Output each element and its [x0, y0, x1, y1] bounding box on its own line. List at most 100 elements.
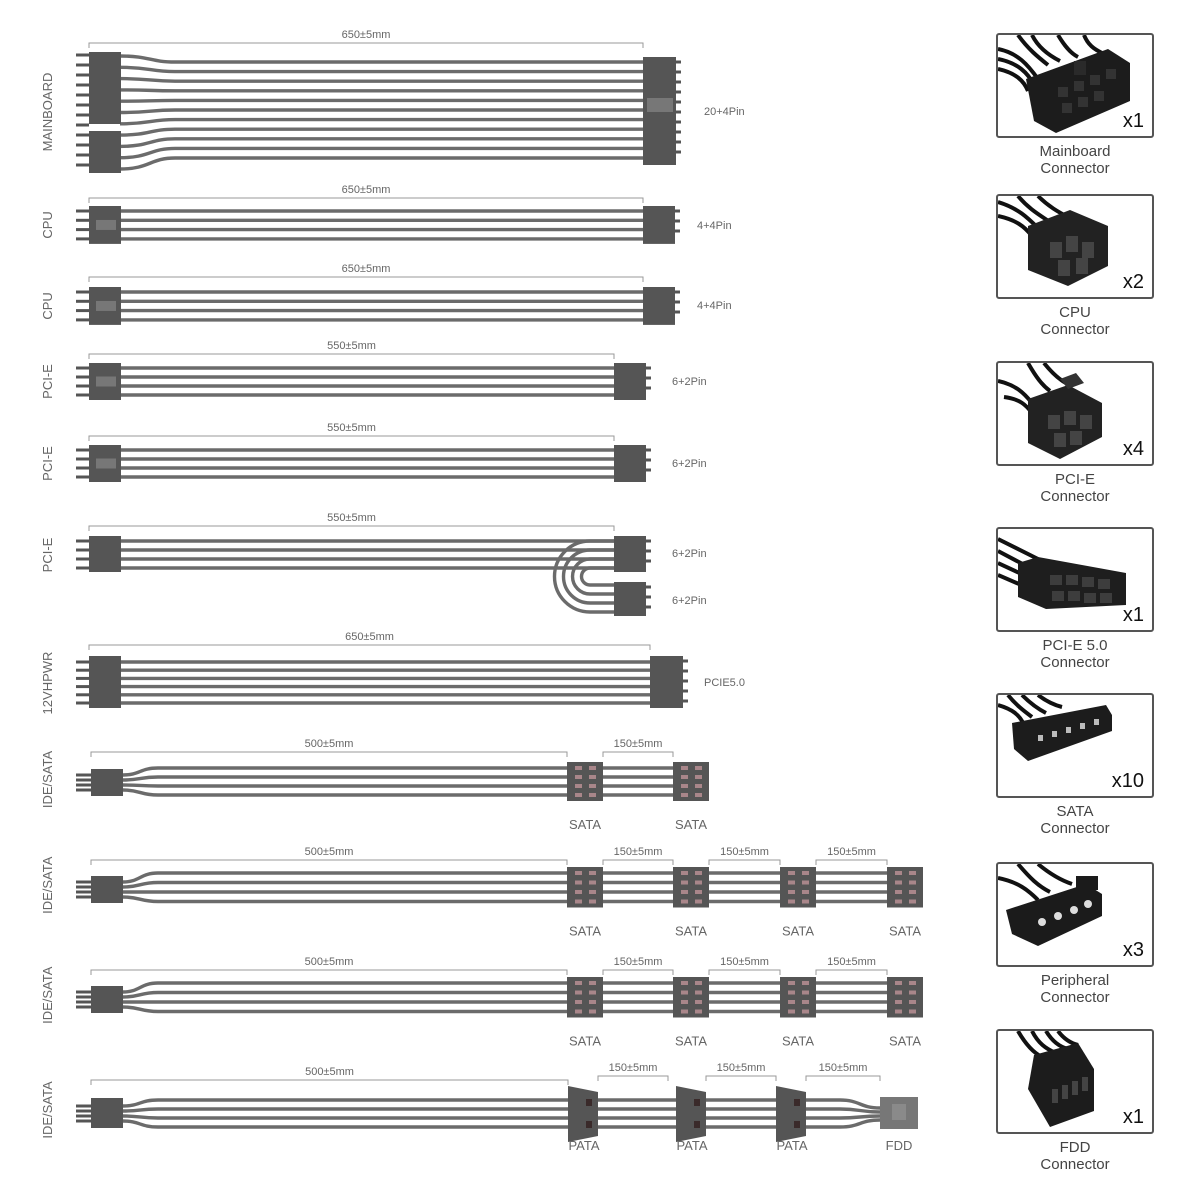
end-plug	[643, 206, 675, 244]
sata-contact	[802, 1009, 809, 1014]
mainboard-plug-24pin-pin	[676, 100, 681, 104]
cable-type-label: IDE/SATA	[40, 751, 55, 809]
sata-plug	[887, 977, 923, 1018]
plug-pin	[76, 660, 89, 664]
mainboard-pin	[76, 53, 89, 57]
sata-contact	[575, 1009, 582, 1014]
end-plug-pin	[675, 209, 680, 213]
plug-pin	[76, 237, 89, 241]
plug-pin	[76, 778, 91, 782]
mainboard-wire	[119, 76, 643, 83]
sata-contact	[909, 880, 916, 885]
plug-latch	[96, 458, 116, 469]
sata-connector-icon	[998, 695, 1112, 761]
sata-contact	[575, 981, 582, 985]
mainboard-pin	[76, 83, 89, 87]
source-plug	[89, 536, 121, 572]
segment-length-label: 150±5mm	[614, 738, 663, 750]
cable-type-label: IDE/SATA	[40, 966, 55, 1024]
sata-contact	[681, 793, 688, 797]
plug-pin	[76, 457, 89, 461]
cable-length-label: 650±5mm	[342, 29, 391, 41]
sata-contact	[695, 871, 702, 875]
cable-length-line	[88, 353, 615, 359]
fdd-face	[892, 1104, 906, 1120]
end-plug-pin	[646, 468, 651, 472]
mainboard-wire	[119, 146, 643, 160]
connector-name: SATA	[1056, 803, 1094, 820]
sata-contact	[788, 1009, 795, 1014]
sata-contact	[589, 784, 596, 788]
sata-contact	[788, 871, 795, 875]
cable-length-line	[88, 435, 615, 441]
sata-contact	[681, 775, 688, 779]
end-plug-pin	[675, 300, 680, 304]
pata-plug	[776, 1086, 806, 1142]
plug-pin	[76, 366, 89, 370]
end-plug-pin	[646, 539, 651, 543]
connector-quantity: x1	[1122, 1106, 1144, 1128]
plug-pin	[76, 393, 89, 397]
sata-contact	[802, 890, 809, 894]
connector-suffix: Connector	[1040, 989, 1110, 1006]
cable-diagram: MAINBOARD650±5mm20+4PinCPU650±5mm4+4PinC…	[40, 29, 923, 1153]
mainboard-plug-24pin-pin	[676, 140, 681, 144]
segment-length-line	[708, 859, 781, 865]
plug-pin	[76, 466, 89, 470]
cable-length-line	[88, 644, 651, 650]
cable-length-line	[88, 42, 644, 48]
cable-length-label: 500±5mm	[305, 846, 354, 858]
cable-wire	[122, 981, 923, 994]
end-plug-pin	[683, 669, 688, 673]
sata-contact	[589, 880, 596, 885]
segment-length-line	[602, 859, 674, 865]
cable-end-label: 4+4Pin	[697, 300, 732, 312]
end-plug-pin	[683, 689, 688, 693]
end-plug	[614, 445, 646, 482]
end-plug-pin	[675, 229, 680, 233]
cable-length-label: 550±5mm	[327, 340, 376, 352]
mainboard-pin	[76, 133, 89, 137]
source-plug	[91, 1098, 123, 1128]
segment-length-label: 150±5mm	[614, 846, 663, 858]
sata-contact	[895, 981, 902, 985]
plug-pin	[76, 228, 89, 232]
connector-type-label: SATA	[675, 1034, 707, 1049]
sata-contact	[909, 990, 916, 995]
connector-quantity: x1	[1122, 604, 1144, 626]
plug-latch	[96, 219, 116, 230]
mainboard-pin	[76, 163, 89, 167]
segment-length-line	[708, 969, 781, 975]
mainboard-wire	[119, 88, 643, 93]
connector-type-label: PATA	[568, 1138, 599, 1153]
segment-length-line	[705, 1075, 777, 1081]
sata-contact	[802, 899, 809, 904]
mainboard-plug-24pin-pin	[676, 130, 681, 134]
sata-contact	[589, 990, 596, 995]
plug-latch	[96, 300, 116, 311]
plug-pin	[76, 701, 89, 705]
sata-contact	[575, 766, 582, 770]
sata-contact	[695, 793, 702, 797]
connector-name: PCI-E	[1054, 471, 1095, 488]
sata-contact	[589, 871, 596, 875]
connector-type-label: SATA	[569, 1034, 601, 1049]
mainboard-pin	[76, 153, 89, 157]
segment-length-line	[815, 969, 888, 975]
end-plug-pin	[683, 679, 688, 683]
mainboard-plug-24pin-pin	[676, 120, 681, 124]
plug-pin	[76, 895, 91, 899]
connector-name: CPU	[1059, 304, 1091, 321]
cable-length-line	[88, 197, 644, 203]
sata-contact	[802, 981, 809, 985]
mainboard-wire	[119, 108, 643, 115]
loop-wire	[552, 539, 614, 614]
sata-contact	[788, 990, 795, 995]
connector-image-frame: x1	[996, 33, 1154, 138]
segment-length-label: 150±5mm	[827, 956, 876, 968]
end-plug-pin	[683, 659, 688, 663]
cable-wire	[122, 766, 709, 777]
mainboard-wire	[119, 54, 643, 64]
sata-contact	[681, 784, 688, 788]
